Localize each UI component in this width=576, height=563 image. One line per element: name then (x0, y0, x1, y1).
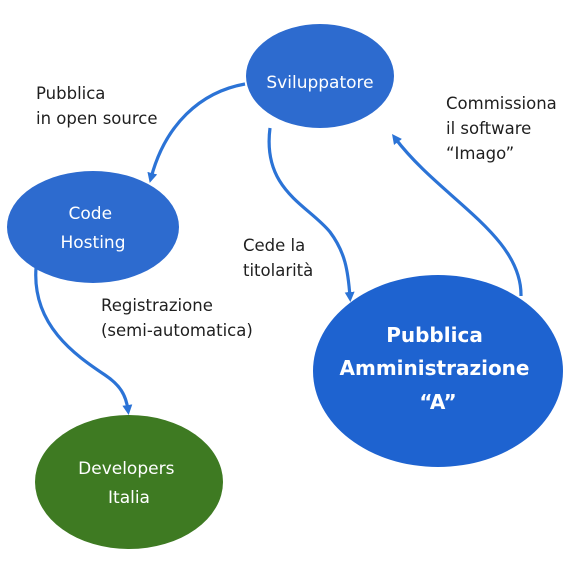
edge-label-commissiona: Commissiona il software “Imago” (446, 94, 562, 163)
node-code-hosting-label: Code Hosting (61, 204, 126, 253)
node-developers-italia (35, 415, 223, 549)
edge-pa-to-sviluppatore (391, 134, 523, 297)
node-pubblica-amministrazione-label: Pubblica Amministrazione “A” (340, 323, 537, 414)
node-sviluppatore-label: Sviluppatore (266, 73, 373, 93)
node-sviluppatore (246, 24, 394, 128)
edge-label-pubblica-open-source: Pubblica in open source (36, 84, 158, 128)
edge-sviluppatore-to-code-hosting (147, 82, 246, 183)
edge-label-registrazione: Registrazione (semi-automatica) (101, 296, 253, 340)
node-developers-italia-label: Developers Italia (78, 459, 180, 508)
node-code-hosting (7, 171, 179, 283)
edge-label-cede-titolarita: Cede la titolarità (243, 236, 313, 280)
edge-sviluppatore-to-pa (267, 127, 355, 302)
node-pubblica-amministrazione (313, 275, 563, 467)
edge-code-hosting-to-developers-italia (34, 267, 133, 415)
